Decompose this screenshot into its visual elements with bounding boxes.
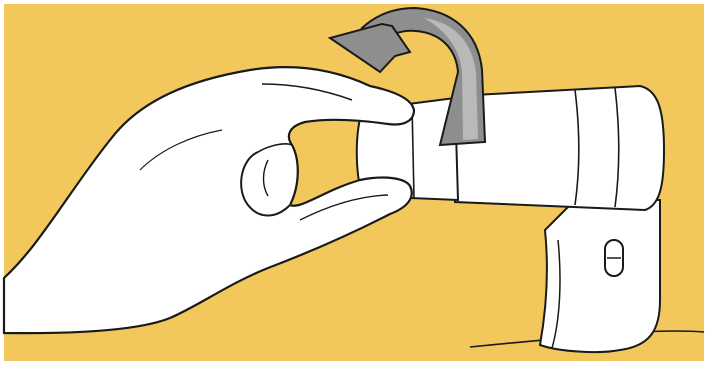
device-head: [455, 86, 664, 210]
device-handle: [540, 200, 660, 352]
